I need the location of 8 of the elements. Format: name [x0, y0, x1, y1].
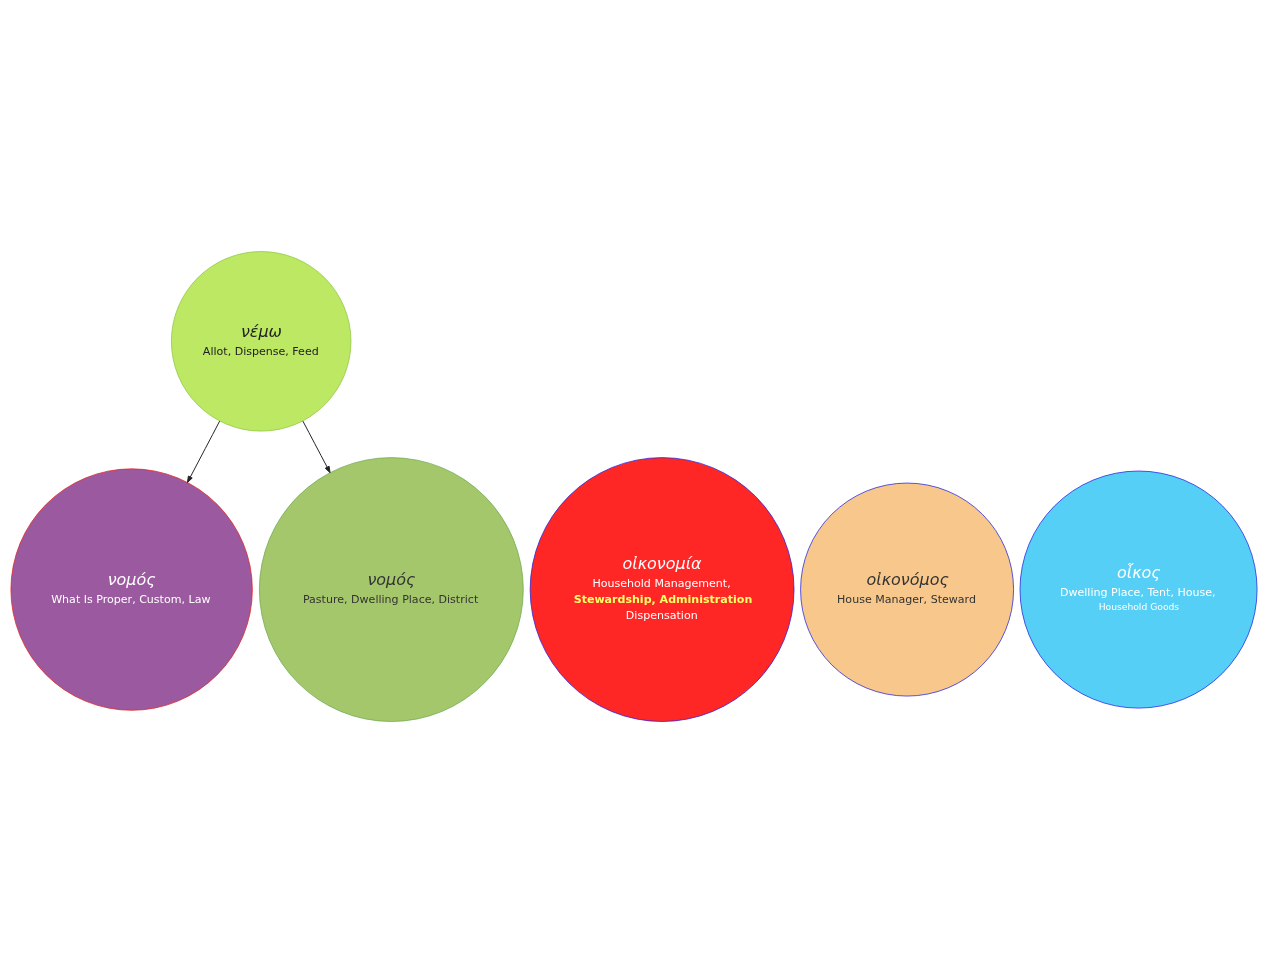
node-circle: νέμω Allot, Dispense, Feed: [171, 251, 352, 432]
node-circle: οἰκονομία Household Management, Stewardship, Administration Dispensation: [529, 457, 795, 722]
node-circle: οἶκος Dwelling Place, Tent, House, Household Goods: [1019, 470, 1258, 709]
arrow: [302, 420, 331, 474]
node-circle: οἰκονόμος House Manager, Steward: [800, 482, 1014, 697]
arrow: [186, 420, 221, 483]
node-circle: νομός What Is Proper, Custom, Law: [10, 468, 253, 711]
node-circle: νομός Pasture, Dwelling Place, District: [259, 457, 524, 722]
